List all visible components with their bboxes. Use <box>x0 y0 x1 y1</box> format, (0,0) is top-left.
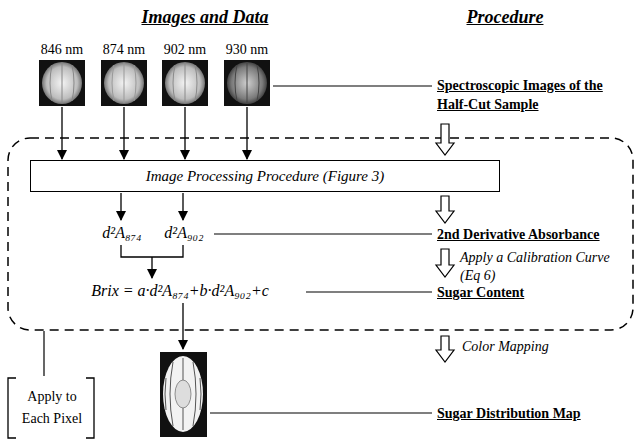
wavelength-label: 846 nm <box>41 41 83 59</box>
calibration-equation: Brix = a·d²A₈₇₄+b·d²A₉₀₂+c <box>50 281 310 301</box>
derivative-term: d²A₈₇₄ <box>96 223 148 243</box>
wavelength-label: 902 nm <box>164 41 206 59</box>
process-text: Image Processing Procedure (Figure 3) <box>146 168 385 185</box>
output-arrow <box>182 193 183 220</box>
derivative-term: d²A₉₀₂ <box>158 223 210 243</box>
spectral-image <box>101 60 147 106</box>
step-note: Color Mapping <box>462 338 612 356</box>
wavelength-label: 930 nm <box>226 41 268 59</box>
merge-arrow <box>151 257 152 278</box>
procedure-label: Sugar Content <box>437 283 636 302</box>
procedure-label: Sugar Distribution Map <box>437 404 636 423</box>
spectral-image <box>224 60 270 106</box>
column-heading: Procedure <box>430 6 580 28</box>
leader-line <box>210 412 432 413</box>
merge-line <box>121 245 183 257</box>
leader-line <box>306 291 432 292</box>
hollow-arrow <box>436 124 454 155</box>
bracket-note: Apply to Each Pixel <box>14 386 90 430</box>
process-box: Image Processing Procedure (Figure 3) <box>30 160 500 192</box>
bracket <box>8 378 94 438</box>
map-arrow <box>182 303 183 349</box>
leader-line <box>273 85 432 86</box>
column-heading: Images and Data <box>105 6 305 28</box>
input-arrow <box>123 107 124 159</box>
wavelength-label: 874 nm <box>103 41 145 59</box>
spectral-image-node: 874 nm <box>93 40 155 106</box>
spectral-image-node: 902 nm <box>154 40 216 106</box>
spectral-image-node: 930 nm <box>216 40 278 106</box>
procedure-label: Spectroscopic Images of the Half-Cut Sam… <box>437 76 636 114</box>
spectral-image-node: 846 nm <box>31 40 93 106</box>
output-arrow <box>120 193 121 220</box>
input-arrow <box>184 107 185 159</box>
procedure-label: 2nd Derivative Absorbance <box>437 225 636 244</box>
hollow-arrow <box>436 336 454 362</box>
sugar-map <box>160 352 207 437</box>
spectral-image <box>39 60 85 106</box>
input-arrow <box>61 107 62 159</box>
step-note: Apply a Calibration Curve (Eq 6) <box>460 249 610 285</box>
hollow-arrow <box>436 249 454 277</box>
hollow-arrow <box>436 196 454 223</box>
input-arrow <box>246 107 247 159</box>
spectral-image <box>162 60 208 106</box>
leader-line <box>214 233 432 234</box>
leader-line <box>43 331 44 376</box>
